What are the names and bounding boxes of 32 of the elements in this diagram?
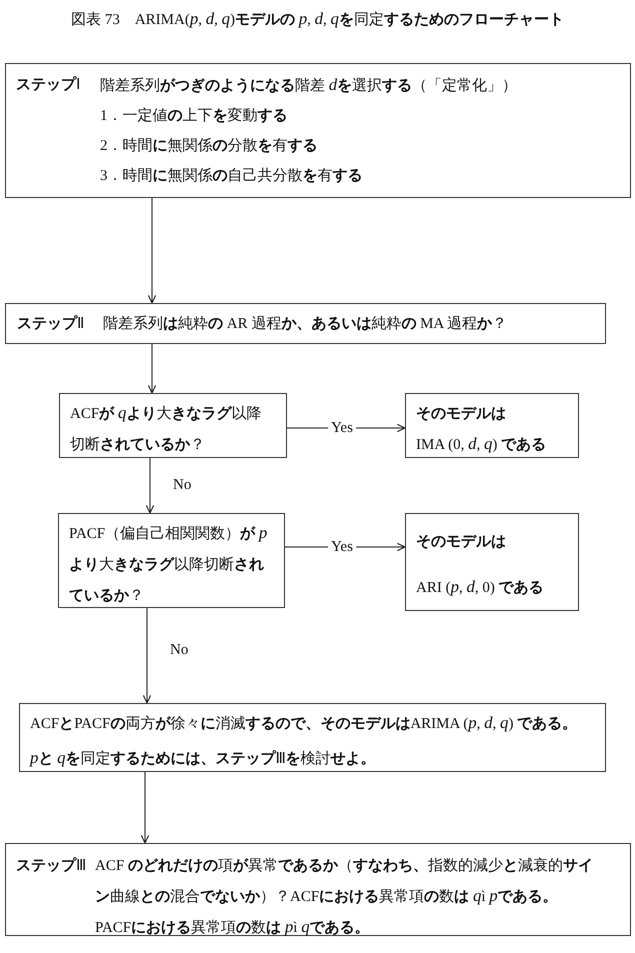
step-heading: ステップⅢ [16,855,87,876]
step-box [5,63,631,198]
step-text: PACFにおける異常項の数は pì qである。 [95,916,371,938]
result-text: そのモデルは [416,531,507,552]
step-text: 階差系列がつぎのようになる階差 dを選択する（「定常化」） [100,74,518,96]
decision-box [59,393,287,458]
step-box [5,843,631,936]
step-text: ACF のどれだけの項が異常であるか（すなわち、指数的減少と減衰的サイン曲線との混合でないか）？ACFにおける異常項の数は qì pである。 [95,855,594,907]
step-box [5,303,606,344]
step-text: 階差系列は純粋の AR 過程か、あるいは純粋の MA 過程か？ [103,313,508,334]
arrow [140,772,150,844]
result-text: IMA (0, d, q) である [416,433,548,455]
decision-box [58,513,285,608]
step-heading: ステップⅠ [16,74,81,95]
step-text: 1．一定値の上下を変動する [100,105,288,126]
step-heading: ステップⅡ [17,313,85,334]
step-text: 2．時間に無関係の分散を有する [100,135,318,156]
result-box [405,513,579,611]
arrow [148,344,156,394]
arrow [148,198,156,304]
conclusion-text: ACFとPACFの両方が徐々に消滅するので、そのモデルはARIMA (p, d, q) である。 [30,712,578,734]
result-box [405,393,579,458]
conclusion-text: pと qを同定するためには、ステップⅢを検討せよ。 [30,747,377,769]
chart-title: 図表 73 ARIMA(p, d, q)モデルの p, d, qを同定するためのフローチャート [71,8,564,30]
result-text: ARI (p, d, 0) である [416,576,545,598]
result-text: そのモデルは [416,403,507,424]
question-text: ACFが qより大きなラグ以降切断されているか？ [70,402,262,455]
arrow [142,608,152,704]
arrow [146,458,154,514]
step-text: 3．時間に無関係の自己共分散を有する [100,165,364,186]
conclusion-box [19,703,606,772]
question-text: PACF（偏自己相関関数）が pより大きなラグ以降切断されているか？ [69,522,268,606]
